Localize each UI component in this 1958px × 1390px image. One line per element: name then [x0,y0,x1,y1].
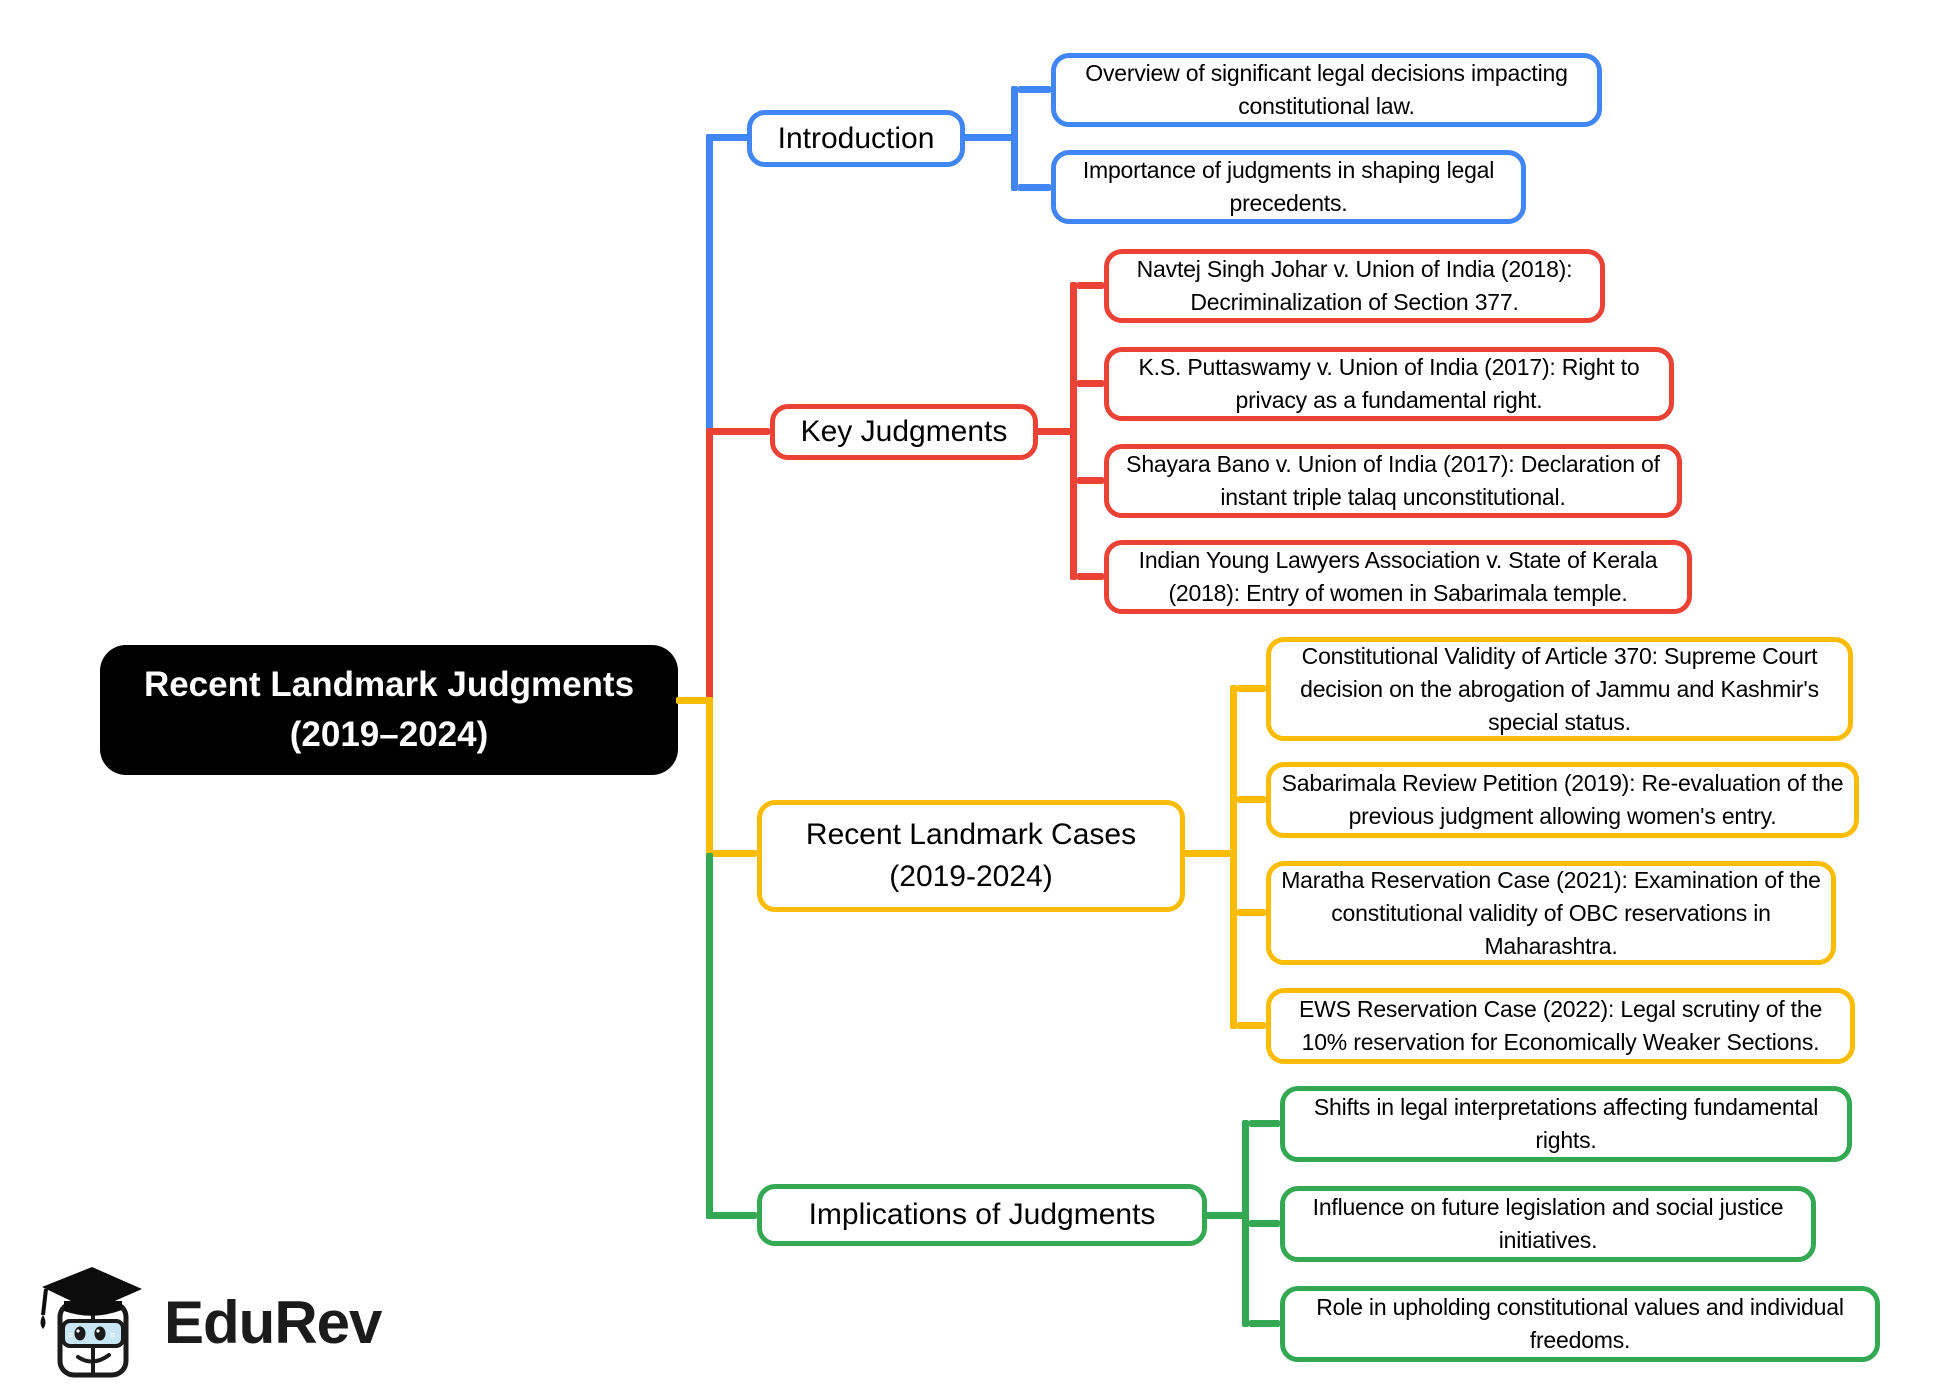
trunk-green-segment [706,853,713,1219]
connector-implications-child-2 [1249,1220,1280,1227]
connector-key-child-4 [1077,573,1104,580]
connector-recent-child-1 [1237,685,1266,692]
implications-child-2-text: Influence on future legislation and soci… [1312,1194,1784,1253]
subtrunk-key-judgments [1070,282,1077,580]
implications-label: Implications of Judgments [808,1198,1156,1231]
node-recent-child-2: Sabarimala Review Petition (2019): Re-ev… [1266,762,1859,838]
connector-recent-child-4 [1237,1022,1266,1029]
trunk-yellow-segment [706,700,713,855]
node-key-child-2: K.S. Puttaswamy v. Union of India (2017)… [1104,347,1674,421]
recent-child-4-text: EWS Reservation Case (2022): Legal scrut… [1298,996,1823,1055]
connector-recent-cases-to-subtrunk [1180,850,1237,857]
edurev-wordmark: EduRev [164,1288,382,1356]
recent-child-3-text: Maratha Reservation Case (2021): Examina… [1281,866,1821,959]
node-implications-child-1: Shifts in legal interpretations affectin… [1280,1086,1852,1162]
edurev-logo: ≡ ≡ EduRev [30,1258,430,1386]
node-recent-child-3: Maratha Reservation Case (2021): Examina… [1266,861,1836,965]
subtrunk-recent-cases [1230,685,1237,1029]
node-key-judgments: Key Judgments [770,404,1038,460]
node-implications: Implications of Judgments [757,1184,1207,1246]
trunk-red-segment [706,430,713,702]
key-child-1-text: Navtej Singh Johar v. Union of India (20… [1136,256,1573,315]
connector-key-child-3 [1077,477,1104,484]
node-introduction-child-1: Overview of significant legal decisions … [1051,53,1602,127]
implications-child-3-text: Role in upholding constitutional values … [1316,1294,1844,1353]
subtrunk-introduction [1011,86,1018,191]
recent-cases-label: Recent Landmark Cases (2019-2024) [805,818,1137,893]
introduction-child-1-text: Overview of significant legal decisions … [1085,60,1568,119]
connector-recent-child-3 [1237,909,1266,916]
connector-implications-child-1 [1249,1120,1280,1127]
edurev-mascot-icon: ≡ ≡ [40,1267,142,1378]
connector-introduction-child-1 [1018,86,1051,93]
connector-introduction-to-subtrunk [960,134,1018,141]
connector-trunk-to-implications [706,1212,757,1219]
introduction-child-2-text: Importance of judgments in shaping legal… [1082,157,1495,216]
key-child-3-text: Shayara Bano v. Union of India (2017): D… [1126,451,1660,510]
node-recent-child-4: EWS Reservation Case (2022): Legal scrut… [1266,988,1855,1064]
connector-trunk-to-introduction [706,134,757,141]
key-judgments-label: Key Judgments [800,415,1008,448]
root-title: Recent Landmark Judgments [143,665,635,704]
connector-key-judgments-to-subtrunk [1033,428,1077,435]
connector-implications-to-subtrunk [1202,1212,1249,1219]
subtrunk-implications [1242,1120,1249,1327]
svg-text:≡: ≡ [68,1330,73,1340]
connector-key-child-1 [1077,282,1104,289]
connector-introduction-child-2 [1018,184,1051,191]
implications-child-1-text: Shifts in legal interpretations affectin… [1313,1094,1819,1153]
root-years: (2019–2024) [289,715,489,754]
connector-implications-child-3 [1249,1320,1280,1327]
key-child-4-text: Indian Young Lawyers Association v. Stat… [1138,547,1658,606]
connector-trunk-to-key-judgments [706,428,770,435]
key-child-2-text: K.S. Puttaswamy v. Union of India (2017)… [1138,354,1640,413]
node-introduction-child-2: Importance of judgments in shaping legal… [1051,150,1526,224]
root-node: Recent Landmark Judgments (2019–2024) [100,645,678,775]
connector-recent-child-2 [1237,796,1266,803]
trunk-blue-segment [706,134,713,432]
recent-child-1-text: Constitutional Validity of Article 370: … [1300,642,1819,735]
connector-key-child-2 [1077,380,1104,387]
connector-trunk-to-recent-cases [706,850,757,857]
introduction-label: Introduction [777,121,935,155]
connector-root-to-trunk [676,697,713,704]
node-introduction: Introduction [747,110,965,167]
recent-child-2-text: Sabarimala Review Petition (2019): Re-ev… [1281,770,1844,829]
svg-text:≡: ≡ [110,1330,115,1340]
node-key-child-4: Indian Young Lawyers Association v. Stat… [1104,540,1692,614]
node-implications-child-2: Influence on future legislation and soci… [1280,1186,1816,1262]
node-recent-child-1: Constitutional Validity of Article 370: … [1266,637,1853,741]
node-key-child-1: Navtej Singh Johar v. Union of India (20… [1104,249,1605,323]
node-implications-child-3: Role in upholding constitutional values … [1280,1286,1880,1362]
node-key-child-3: Shayara Bano v. Union of India (2017): D… [1104,444,1682,518]
